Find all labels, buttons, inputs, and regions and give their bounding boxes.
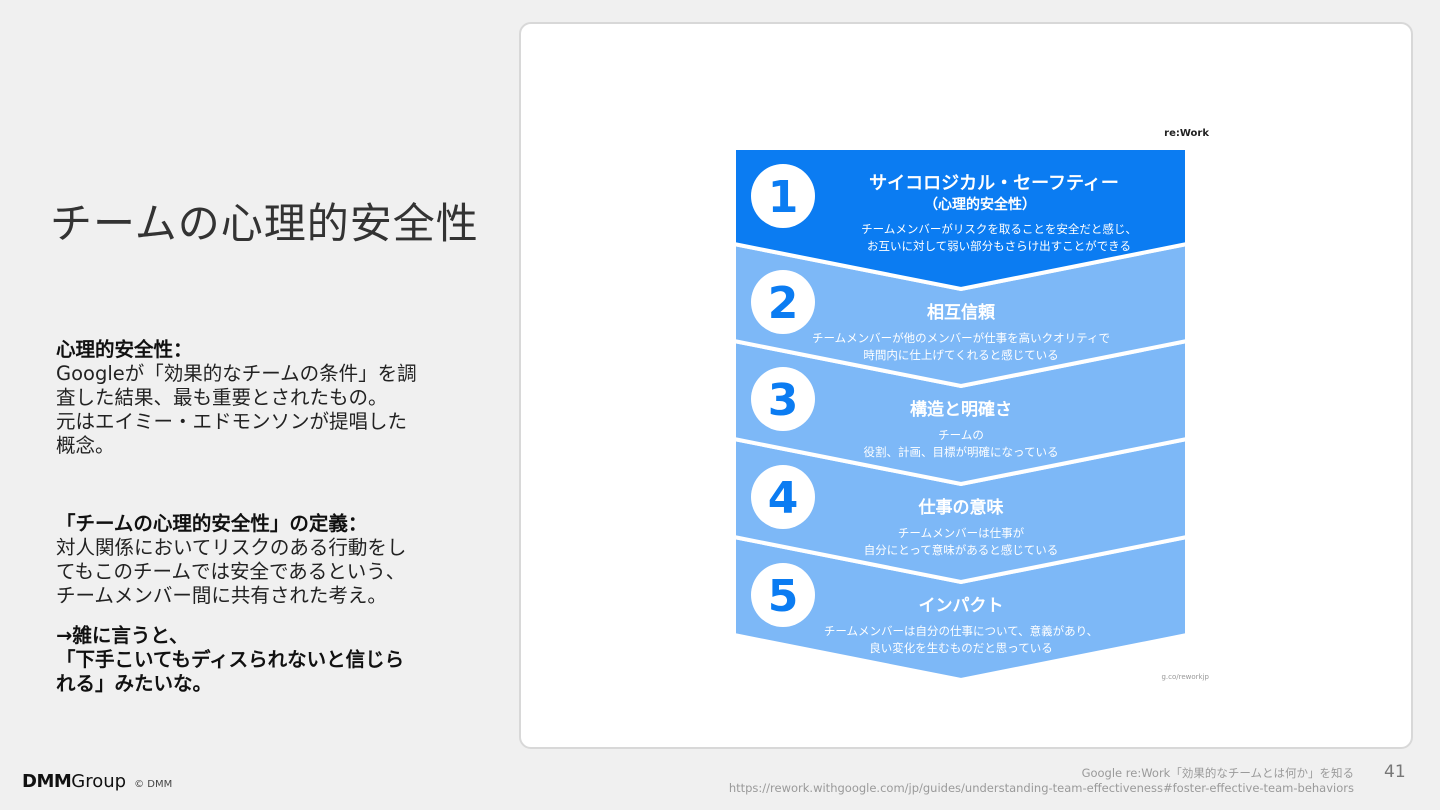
rework-brand: re:Work xyxy=(1164,128,1209,139)
step-number-circle xyxy=(751,465,815,529)
copyright: © DMM xyxy=(134,779,173,790)
block2-line: 対人関係においてリスクのある行動をし xyxy=(56,536,407,559)
figure-source-tag: g.co/reworkjp xyxy=(1161,673,1209,681)
block1-line: 元はエイミー・エドモンソンが提唱した xyxy=(56,410,408,433)
step-number: 3 xyxy=(768,375,799,426)
block1-line: Googleが「効果的なチームの条件」を調 xyxy=(56,362,417,385)
step-title: 仕事の意味 xyxy=(918,497,1004,518)
block3-line: →雑に言うと、 xyxy=(56,624,189,647)
psych-safety-description: 心理的安全性： Googleが「効果的なチームの条件」を調 査した結果、最も重要… xyxy=(56,338,476,458)
block1-line: 査した結果、最も重要とされたもの。 xyxy=(56,386,388,409)
slide-title: チームの心理的安全性 xyxy=(50,199,479,248)
page-number: 41 xyxy=(1384,762,1406,782)
step-description: お互いに対して弱い部分もさらけ出すことができる xyxy=(867,239,1131,253)
source-title: Google re:Work「効果的なチームとは何か」を知る xyxy=(1081,766,1354,780)
block3-line: 「下手こいてもディスられないと信じら xyxy=(56,648,405,671)
block2-heading: 「チームの心理的安全性」の定義： xyxy=(56,512,368,535)
logo-group: Group xyxy=(71,771,127,792)
figure-card: re:Work g.co/reworkjp 1 サイコロジカル・セーフティー （心理的安… xyxy=(519,22,1413,749)
step-description: 役割、計画、目標が明確になっている xyxy=(864,445,1059,459)
step-description: チームメンバーがリスクを取ることを安全だと感じ、 xyxy=(861,222,1137,236)
step-number: 5 xyxy=(768,571,799,622)
block2-line: てもこのチームでは安全であるという、 xyxy=(56,560,406,583)
step-band-1 xyxy=(732,146,1189,292)
step-description: チームメンバーは仕事が xyxy=(898,526,1025,540)
step-number: 1 xyxy=(768,172,799,223)
step-number-circle xyxy=(751,164,815,228)
step-subtitle: （心理的安全性） xyxy=(924,196,1036,213)
step-number-circle xyxy=(751,367,815,431)
step-description: チームメンバーが他のメンバーが仕事を高いクオリティで xyxy=(812,331,1110,345)
step-number-circle xyxy=(751,270,815,334)
block1-line: 概念。 xyxy=(56,434,115,457)
step-number: 4 xyxy=(768,473,799,524)
block1-heading: 心理的安全性： xyxy=(56,338,193,361)
step-title: インパクト xyxy=(919,596,1004,616)
step-description: 良い変化を生むものだと思っている xyxy=(869,641,1052,655)
step-title: サイコロジカル・セーフティー xyxy=(869,173,1119,194)
rework-five-keys-diagram: re:Work g.co/reworkjp 1 サイコロジカル・セーフティー （心理的安… xyxy=(732,128,1210,683)
step-description: チームメンバーは自分の仕事について、意義があり、 xyxy=(824,624,1098,638)
dmm-group-logo: DMMGroup © DMM xyxy=(22,771,172,792)
source-citation: Google re:Work「効果的なチームとは何か」を知る https://r… xyxy=(729,766,1354,796)
casual-summary: →雑に言うと、 「下手こいてもディスられないと信じら れる」みたいな。 xyxy=(56,624,476,696)
step-number-circle xyxy=(751,563,815,627)
logo-dmm: DMM xyxy=(22,771,72,792)
step-description: 自分にとって意味があると感じている xyxy=(864,543,1059,557)
definition-description: 「チームの心理的安全性」の定義： 対人関係においてリスクのある行動をし てもこの… xyxy=(56,512,476,608)
step-description: チームの xyxy=(938,428,984,442)
block3-line: れる」みたいな。 xyxy=(56,672,213,695)
step-description: 時間内に仕上げてくれると感じている xyxy=(863,348,1058,362)
step-number: 2 xyxy=(768,278,799,329)
block2-line: チームメンバー間に共有された考え。 xyxy=(56,584,387,607)
step-title: 相互信頼 xyxy=(927,302,996,323)
step-title: 構造と明確さ xyxy=(910,399,1012,420)
source-url: https://rework.withgoogle.com/jp/guides/… xyxy=(728,781,1354,795)
